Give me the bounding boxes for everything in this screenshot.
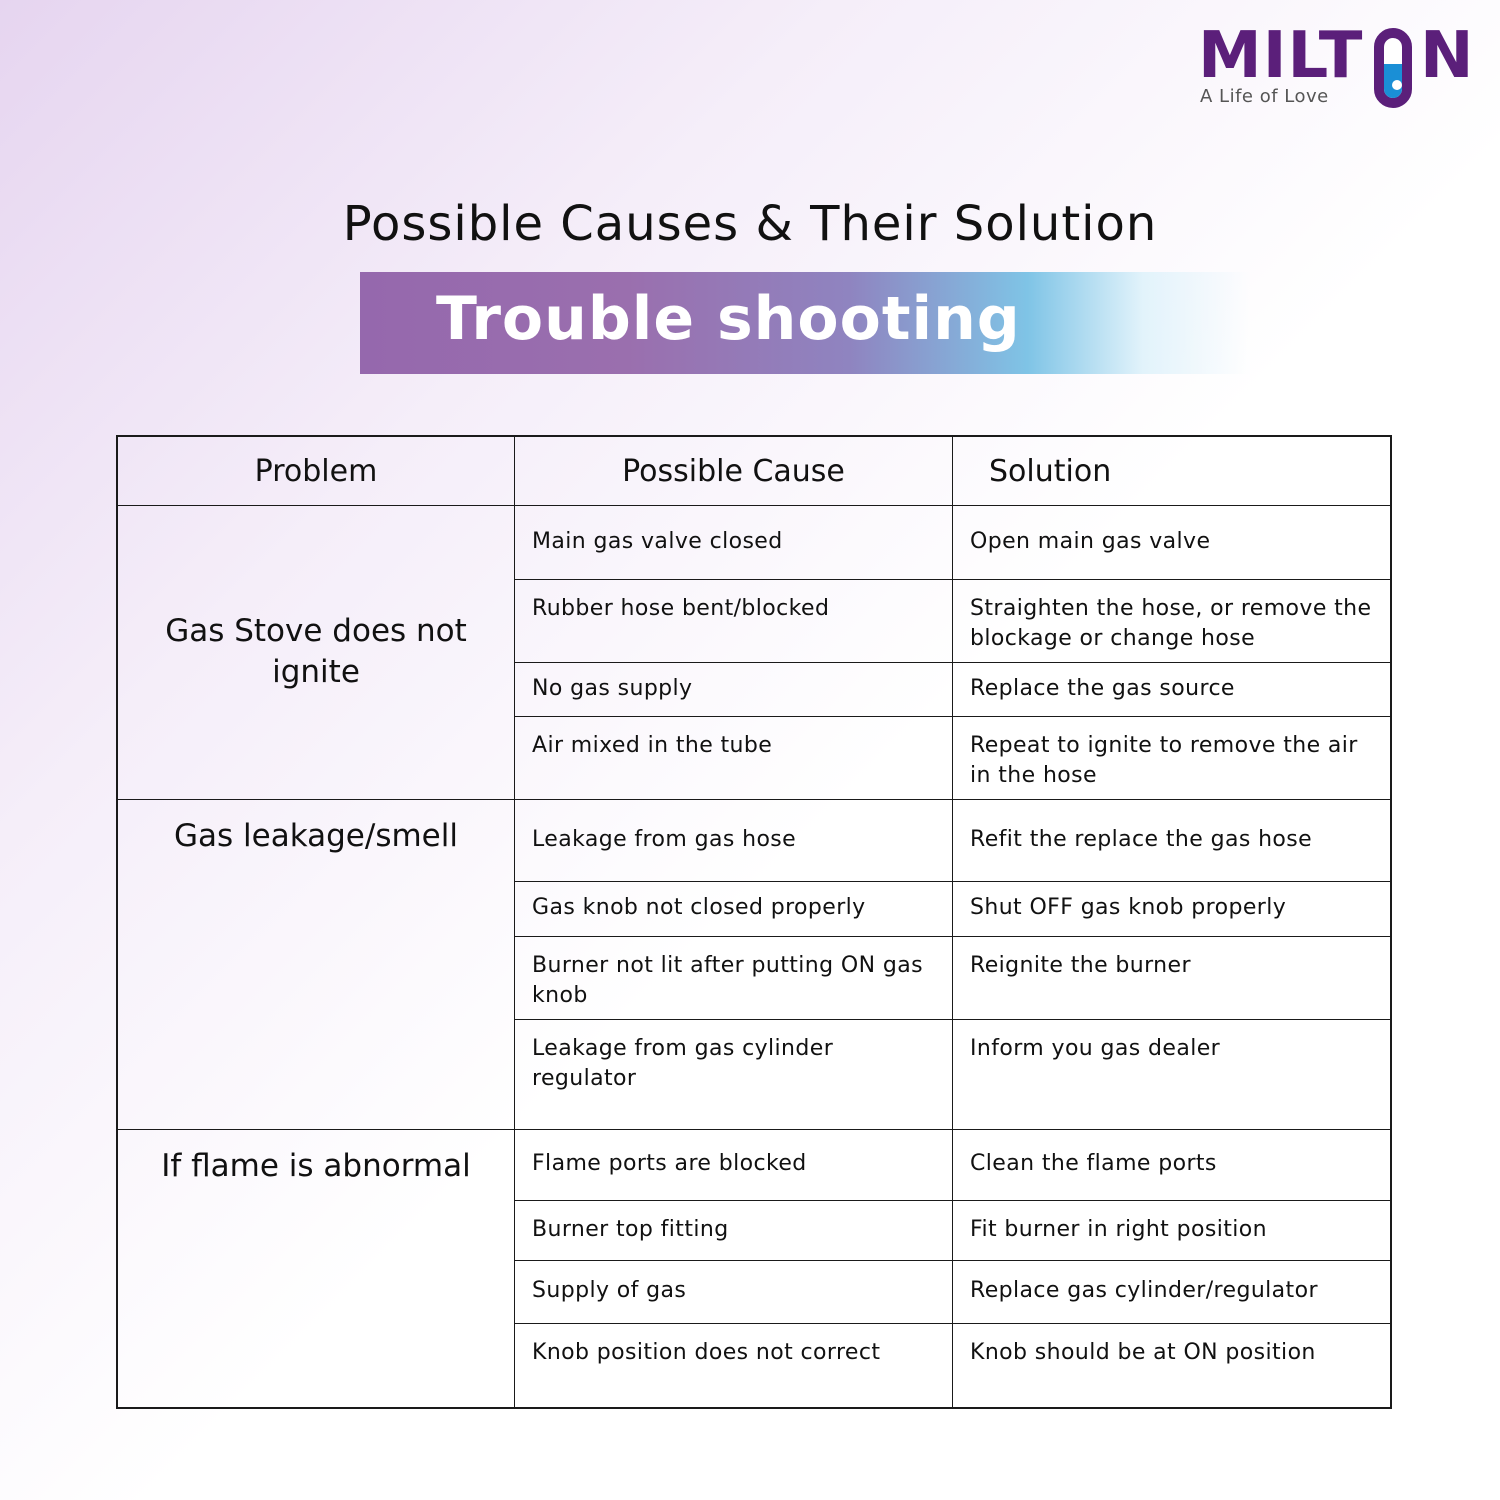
table-row: Knob position does not correct Knob shou… <box>117 1323 1392 1408</box>
table-row: If flame is abnormal Flame ports are blo… <box>116 1129 1392 1408</box>
cause-cell: Knob position does not correct <box>514 1323 953 1408</box>
table-row: Supply of gas Replace gas cylinder/regul… <box>117 1260 1392 1324</box>
solution-cell: Shut OFF gas knob properly <box>952 881 1392 937</box>
table-row: Gas Stove does not ignite Main gas valve… <box>116 505 1392 800</box>
solution-cell: Refit the replace the gas hose <box>952 799 1392 882</box>
problem-cell: Gas leakage/smell <box>116 799 515 1130</box>
solution-cell: Straighten the hose, or remove the block… <box>952 579 1392 663</box>
table-row: Rubber hose bent/blocked Straighten the … <box>117 579 1392 663</box>
problem-cell: If flame is abnormal <box>116 1129 515 1408</box>
solution-cell: Reignite the burner <box>952 936 1392 1020</box>
cause-cell: Rubber hose bent/blocked <box>514 579 953 663</box>
solution-cell: Replace gas cylinder/regulator <box>952 1260 1392 1324</box>
troubleshooting-table: Problem Possible Cause Solution Gas Stov… <box>116 435 1392 1409</box>
solution-cell: Clean the flame ports <box>952 1129 1392 1201</box>
problem-cell: Gas Stove does not ignite <box>116 505 515 800</box>
solution-cell: Replace the gas source <box>952 662 1392 717</box>
header-solution: Solution <box>952 435 1392 506</box>
header-problem: Problem <box>116 435 515 506</box>
solution-cell: Knob should be at ON position <box>952 1323 1392 1408</box>
table-row: Burner top fitting Fit burner in right p… <box>117 1200 1392 1261</box>
brand-name-end: N <box>1420 19 1474 93</box>
cause-cell: Flame ports are blocked <box>514 1129 953 1201</box>
solution-cell: Open main gas valve <box>952 505 1392 580</box>
page-subtitle: Possible Causes & Their Solution <box>342 196 1158 252</box>
solution-cell: Fit burner in right position <box>952 1200 1392 1261</box>
cause-cell: Burner top fitting <box>514 1200 953 1261</box>
page-title: Trouble shooting <box>436 284 1021 354</box>
table-row: Gas leakage/smell Leakage from gas hose … <box>116 799 1392 1130</box>
solution-cell: Inform you gas dealer <box>952 1019 1392 1130</box>
cause-cell: Supply of gas <box>514 1260 953 1324</box>
table-row: Air mixed in the tube Repeat to ignite t… <box>117 716 1392 800</box>
cause-cell: Burner not lit after putting ON gas knob <box>514 936 953 1020</box>
cause-cell: Gas knob not closed properly <box>514 881 953 937</box>
brand-logo: MILT N A Life of Love <box>1198 24 1478 120</box>
cause-cell: Leakage from gas hose <box>514 799 953 882</box>
cause-cell: Main gas valve closed <box>514 505 953 580</box>
table-row: No gas supply Replace the gas source <box>117 662 1392 717</box>
brand-tagline: A Life of Love <box>1200 86 1329 107</box>
table-row: Gas knob not closed properly Shut OFF ga… <box>117 881 1392 937</box>
table-row: Burner not lit after putting ON gas knob… <box>117 936 1392 1020</box>
cause-cell: No gas supply <box>514 662 953 717</box>
solution-cell: Repeat to ignite to remove the air in th… <box>952 716 1392 800</box>
brand-o-glyph <box>1374 28 1412 108</box>
header-cause: Possible Cause <box>514 435 953 506</box>
table-row: Leakage from gas cylinder regulator Info… <box>117 1019 1392 1130</box>
cause-cell: Air mixed in the tube <box>514 716 953 800</box>
table-header-row: Problem Possible Cause Solution <box>116 435 1392 506</box>
cause-cell: Leakage from gas cylinder regulator <box>514 1019 953 1130</box>
brand-name: MILT <box>1198 19 1364 93</box>
title-banner: Trouble shooting <box>360 272 1250 374</box>
